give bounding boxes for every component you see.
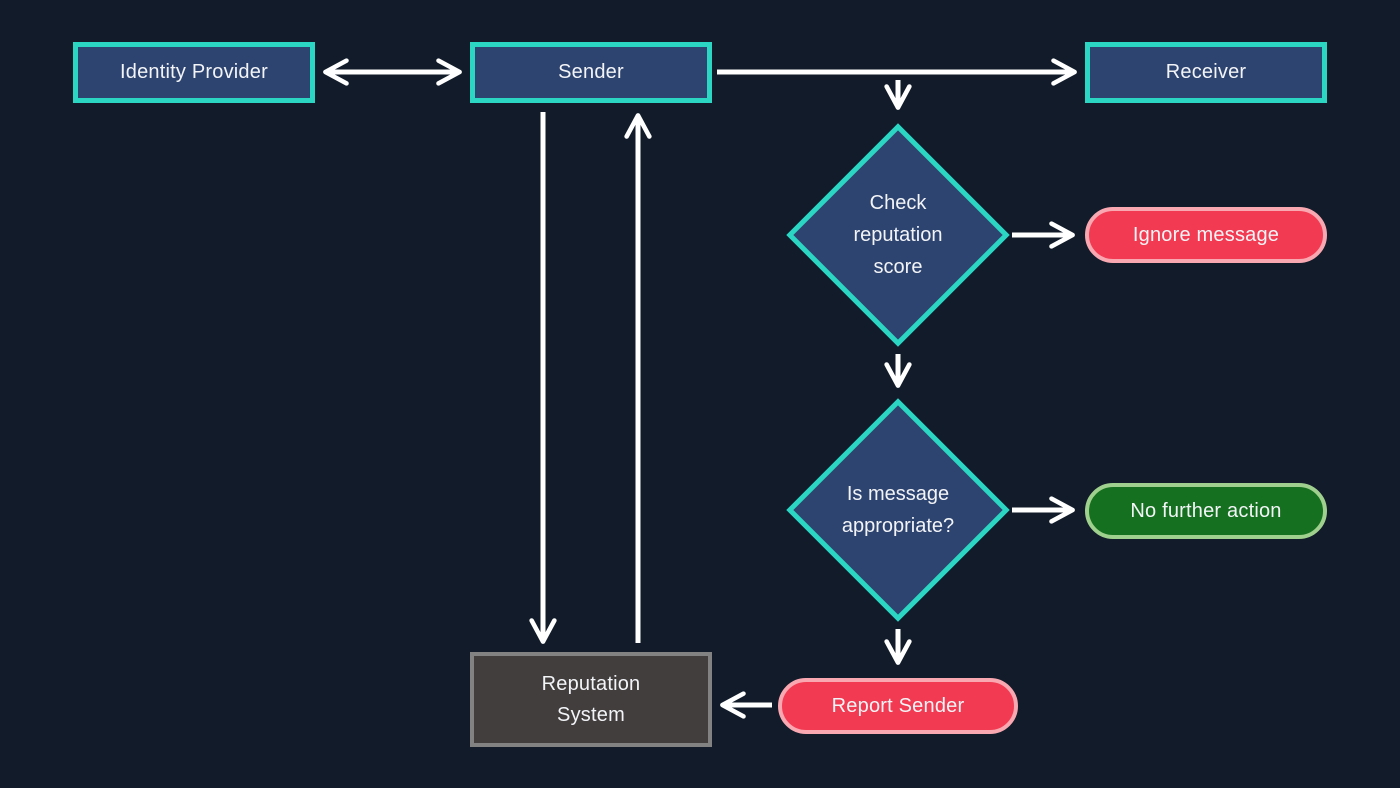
node-ignore-message: Ignore message [1085, 207, 1327, 263]
node-reputation-system-label: Reputation System [541, 672, 641, 726]
node-ignore-message-label: Ignore message [1132, 223, 1280, 246]
node-receiver: Receiver [1085, 42, 1327, 103]
node-report-sender-label: Report Sender [831, 694, 965, 717]
node-check-reputation-score: Check reputation score [786, 123, 1010, 347]
node-identity-provider: Identity Provider [73, 42, 315, 103]
node-no-further-action: No further action [1085, 483, 1327, 539]
node-receiver-label: Receiver [1165, 61, 1247, 83]
node-report-sender: Report Sender [778, 678, 1018, 734]
node-sender-label: Sender [558, 61, 624, 83]
node-check-reputation-score-label: Check reputation score [853, 192, 943, 278]
node-is-message-appropriate-label: Is message appropriate? [841, 483, 955, 537]
node-reputation-system: Reputation System [470, 652, 712, 747]
node-is-message-appropriate: Is message appropriate? [786, 398, 1010, 622]
node-identity-provider-label: Identity Provider [120, 61, 268, 83]
node-sender: Sender [470, 42, 712, 103]
node-no-further-action-label: No further action [1130, 499, 1282, 522]
